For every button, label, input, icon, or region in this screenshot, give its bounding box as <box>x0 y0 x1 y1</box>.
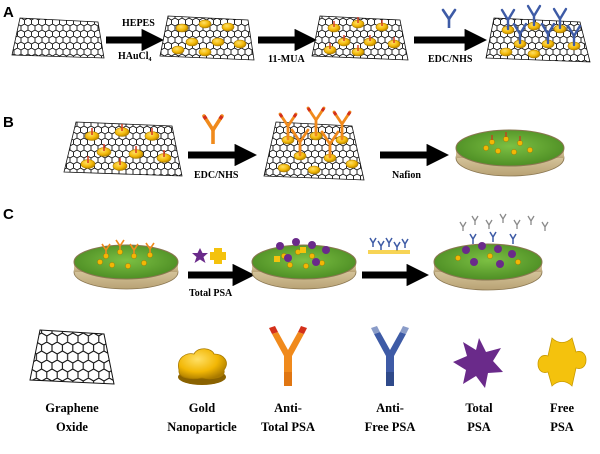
free-psa-small-icon <box>210 248 226 264</box>
legend-anti-free-label-1: Anti- <box>376 401 404 415</box>
arrow-a2-bottom-label: 11-MUA <box>268 54 305 65</box>
graphene-anti-free-sheet <box>485 4 591 63</box>
legend-total-psa-icon <box>453 338 503 388</box>
anti-free-psa-cluster-icon <box>368 237 410 254</box>
electrode-c3 <box>433 213 549 291</box>
legend-anti-free-label-2: Free PSA <box>365 420 416 434</box>
legend-anti-total-psa-icon <box>269 326 307 386</box>
legend-free-psa-label-2: PSA <box>550 420 574 434</box>
graphene-mua-sheet-b <box>63 121 183 177</box>
legend-graphene-label-1: Graphene <box>45 401 99 415</box>
legend-free-psa-icon <box>537 337 587 387</box>
anti-free-psa-small-icon <box>441 8 457 28</box>
legend-anti-free-psa-icon <box>371 326 409 386</box>
legend-gold-nanoparticle-icon <box>178 348 227 385</box>
legend-total-psa-label-2: PSA <box>467 420 491 434</box>
electrode-c1 <box>73 239 179 290</box>
legend-anti-total-label-2: Total PSA <box>261 420 315 434</box>
electrode-c2 <box>251 238 357 290</box>
graphene-sheet <box>11 17 105 59</box>
legend-graphene-oxide-icon <box>29 329 115 385</box>
legend-total-psa-label-1: Total <box>465 401 493 415</box>
arrow-b2-bottom-label: Nafion <box>392 170 421 181</box>
arrow-c1-bottom-label: Total PSA <box>189 288 233 299</box>
legend-labels: Graphene Oxide Gold Nanoparticle Anti- T… <box>45 401 574 434</box>
legend-gold-label-2: Nanoparticle <box>167 420 237 434</box>
legend-anti-total-label-1: Anti- <box>274 401 302 415</box>
panel-a-letter: A <box>3 4 14 21</box>
legend-free-psa-label-1: Free <box>550 401 575 415</box>
total-psa-small-icon <box>192 248 208 263</box>
panel-b-letter: B <box>3 114 14 131</box>
arrow-b1-bottom-label: EDC/NHS <box>194 170 239 181</box>
legend-gold-label-1: Gold <box>189 401 215 415</box>
panel-c-letter: C <box>3 206 14 223</box>
anti-total-psa-small-icon <box>202 114 224 144</box>
legend-graphene-label-2: Oxide <box>56 420 88 434</box>
arrow-a1-bottom-label: HAuCl₄ <box>118 51 152 62</box>
graphene-anti-total-sheet <box>263 106 365 181</box>
graphene-mua-sheet <box>311 15 409 61</box>
arrow-a3-bottom-label: EDC/NHS <box>428 54 473 65</box>
electrode-b <box>455 129 565 177</box>
arrow-a1-top-label: HEPES <box>122 18 155 29</box>
graphene-gold-sheet <box>159 15 255 61</box>
